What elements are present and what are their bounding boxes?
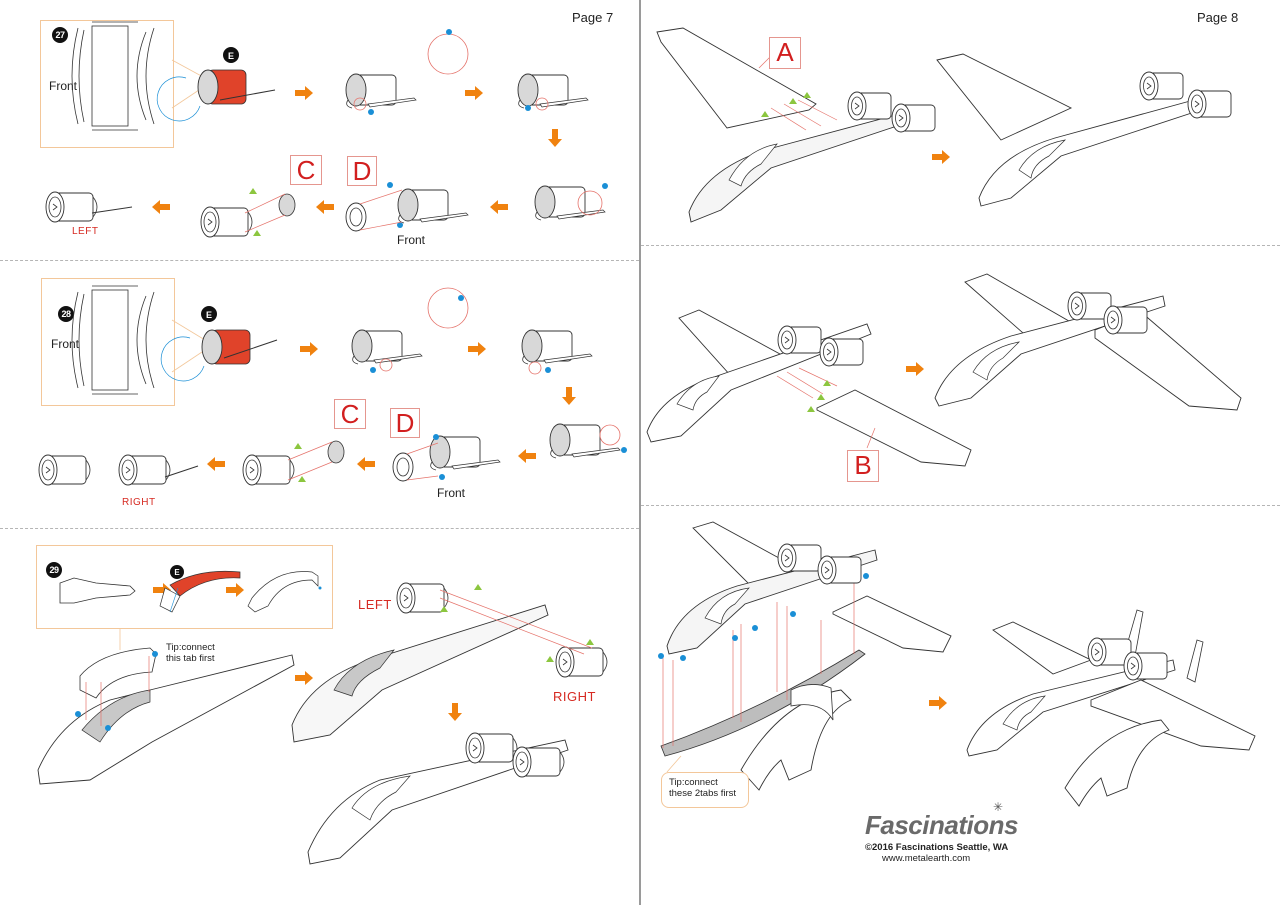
- atom-icon: ✳: [993, 800, 1004, 814]
- completed-model: [966, 609, 1256, 807]
- part-label-d: D: [347, 156, 377, 186]
- right-engine-label: RIGHT: [553, 689, 596, 704]
- fuselage-with-canopy: [291, 604, 549, 743]
- section-divider: [641, 505, 1280, 506]
- wing-a-attach: [656, 27, 910, 223]
- step-27-badge: 27: [52, 27, 68, 43]
- website-url[interactable]: www.metalearth.com: [882, 853, 971, 864]
- left-engine-label: LEFT: [72, 226, 99, 237]
- part-e-badge: E: [228, 51, 234, 61]
- page-8: Page 8: [641, 0, 1280, 905]
- part-label-c: C: [290, 155, 322, 185]
- page-number: Page 8: [1197, 10, 1239, 25]
- wing-b-attach: [646, 309, 972, 467]
- tip-bubble: [661, 772, 749, 808]
- page-spine: [639, 0, 641, 905]
- tip-text: Tip:connect these 2tabs first: [669, 777, 737, 799]
- part-label-d: D: [390, 408, 420, 438]
- engine-assembly: [200, 188, 296, 238]
- part-label-c: C: [334, 399, 366, 429]
- fascinations-logo: Fascinations: [865, 810, 1018, 840]
- front-label: Front: [397, 233, 426, 247]
- engine-front-cap: [345, 202, 367, 232]
- page-7: Page 7 27 Front 28 Front 29: [0, 0, 639, 905]
- fuselage-with-engines: [307, 739, 569, 865]
- tip-text: Tip:connect this tab first: [166, 642, 215, 664]
- page-number: Page 7: [572, 10, 614, 25]
- fuselage-step-29: [37, 647, 295, 785]
- part-label-b: B: [847, 450, 879, 482]
- page-7-illustrations: E: [37, 21, 627, 865]
- front-label: Front: [437, 486, 466, 500]
- section-divider: [0, 528, 639, 529]
- engine-assembly: [242, 440, 345, 486]
- part-e-badge: E: [206, 310, 212, 320]
- page-8-illustrations: [646, 27, 1256, 807]
- step-28-badge: 28: [58, 306, 74, 322]
- part-label-a: A: [769, 37, 801, 69]
- section-divider: [0, 260, 639, 261]
- engine-highlighted-part-e: [160, 329, 278, 382]
- front-label: Front: [49, 79, 78, 93]
- section-divider: [641, 245, 1280, 246]
- part-e-badge: E: [174, 568, 180, 577]
- step-29-badge: 29: [46, 562, 62, 578]
- engine-highlighted-part-e: [156, 69, 276, 122]
- left-engine-label: LEFT: [358, 597, 392, 612]
- copyright: ©2016 Fascinations Seattle, WA: [865, 842, 1009, 853]
- right-engine-label: RIGHT: [122, 497, 156, 508]
- stand-attach: [658, 521, 952, 791]
- engine-front-cap: [392, 452, 414, 482]
- fuselage-with-wing-a: [936, 53, 1226, 207]
